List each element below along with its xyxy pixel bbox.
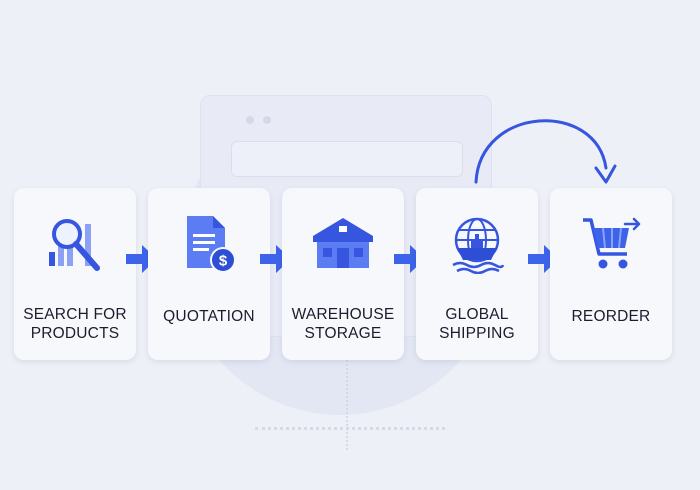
step-label: QUOTATION (163, 308, 255, 325)
quotation-document-icon: $ (179, 214, 239, 274)
search-chart-icon (45, 214, 105, 274)
background-dotted-line (346, 360, 348, 450)
global-shipping-icon (447, 214, 507, 274)
step-label: SEARCH FOR PRODUCTS (23, 306, 127, 342)
svg-text:$: $ (219, 253, 228, 270)
step-card-shipping: GLOBAL SHIPPING (416, 188, 538, 360)
window-dot (246, 116, 254, 124)
step-label: GLOBAL SHIPPING (439, 306, 515, 342)
step-label: REORDER (571, 308, 651, 325)
window-dot (263, 116, 271, 124)
step-card-quotation: $ QUOTATION (148, 188, 270, 360)
shopping-cart-icon (581, 214, 641, 274)
step-card-search: SEARCH FOR PRODUCTS (14, 188, 136, 360)
background-dotted-line (255, 427, 445, 430)
window-bar (231, 141, 463, 177)
step-card-reorder: REORDER (550, 188, 672, 360)
step-card-warehouse: WAREHOUSE STORAGE (282, 188, 404, 360)
step-label: WAREHOUSE STORAGE (291, 306, 395, 342)
curved-return-arrow-icon (470, 112, 620, 192)
warehouse-icon (313, 214, 373, 274)
